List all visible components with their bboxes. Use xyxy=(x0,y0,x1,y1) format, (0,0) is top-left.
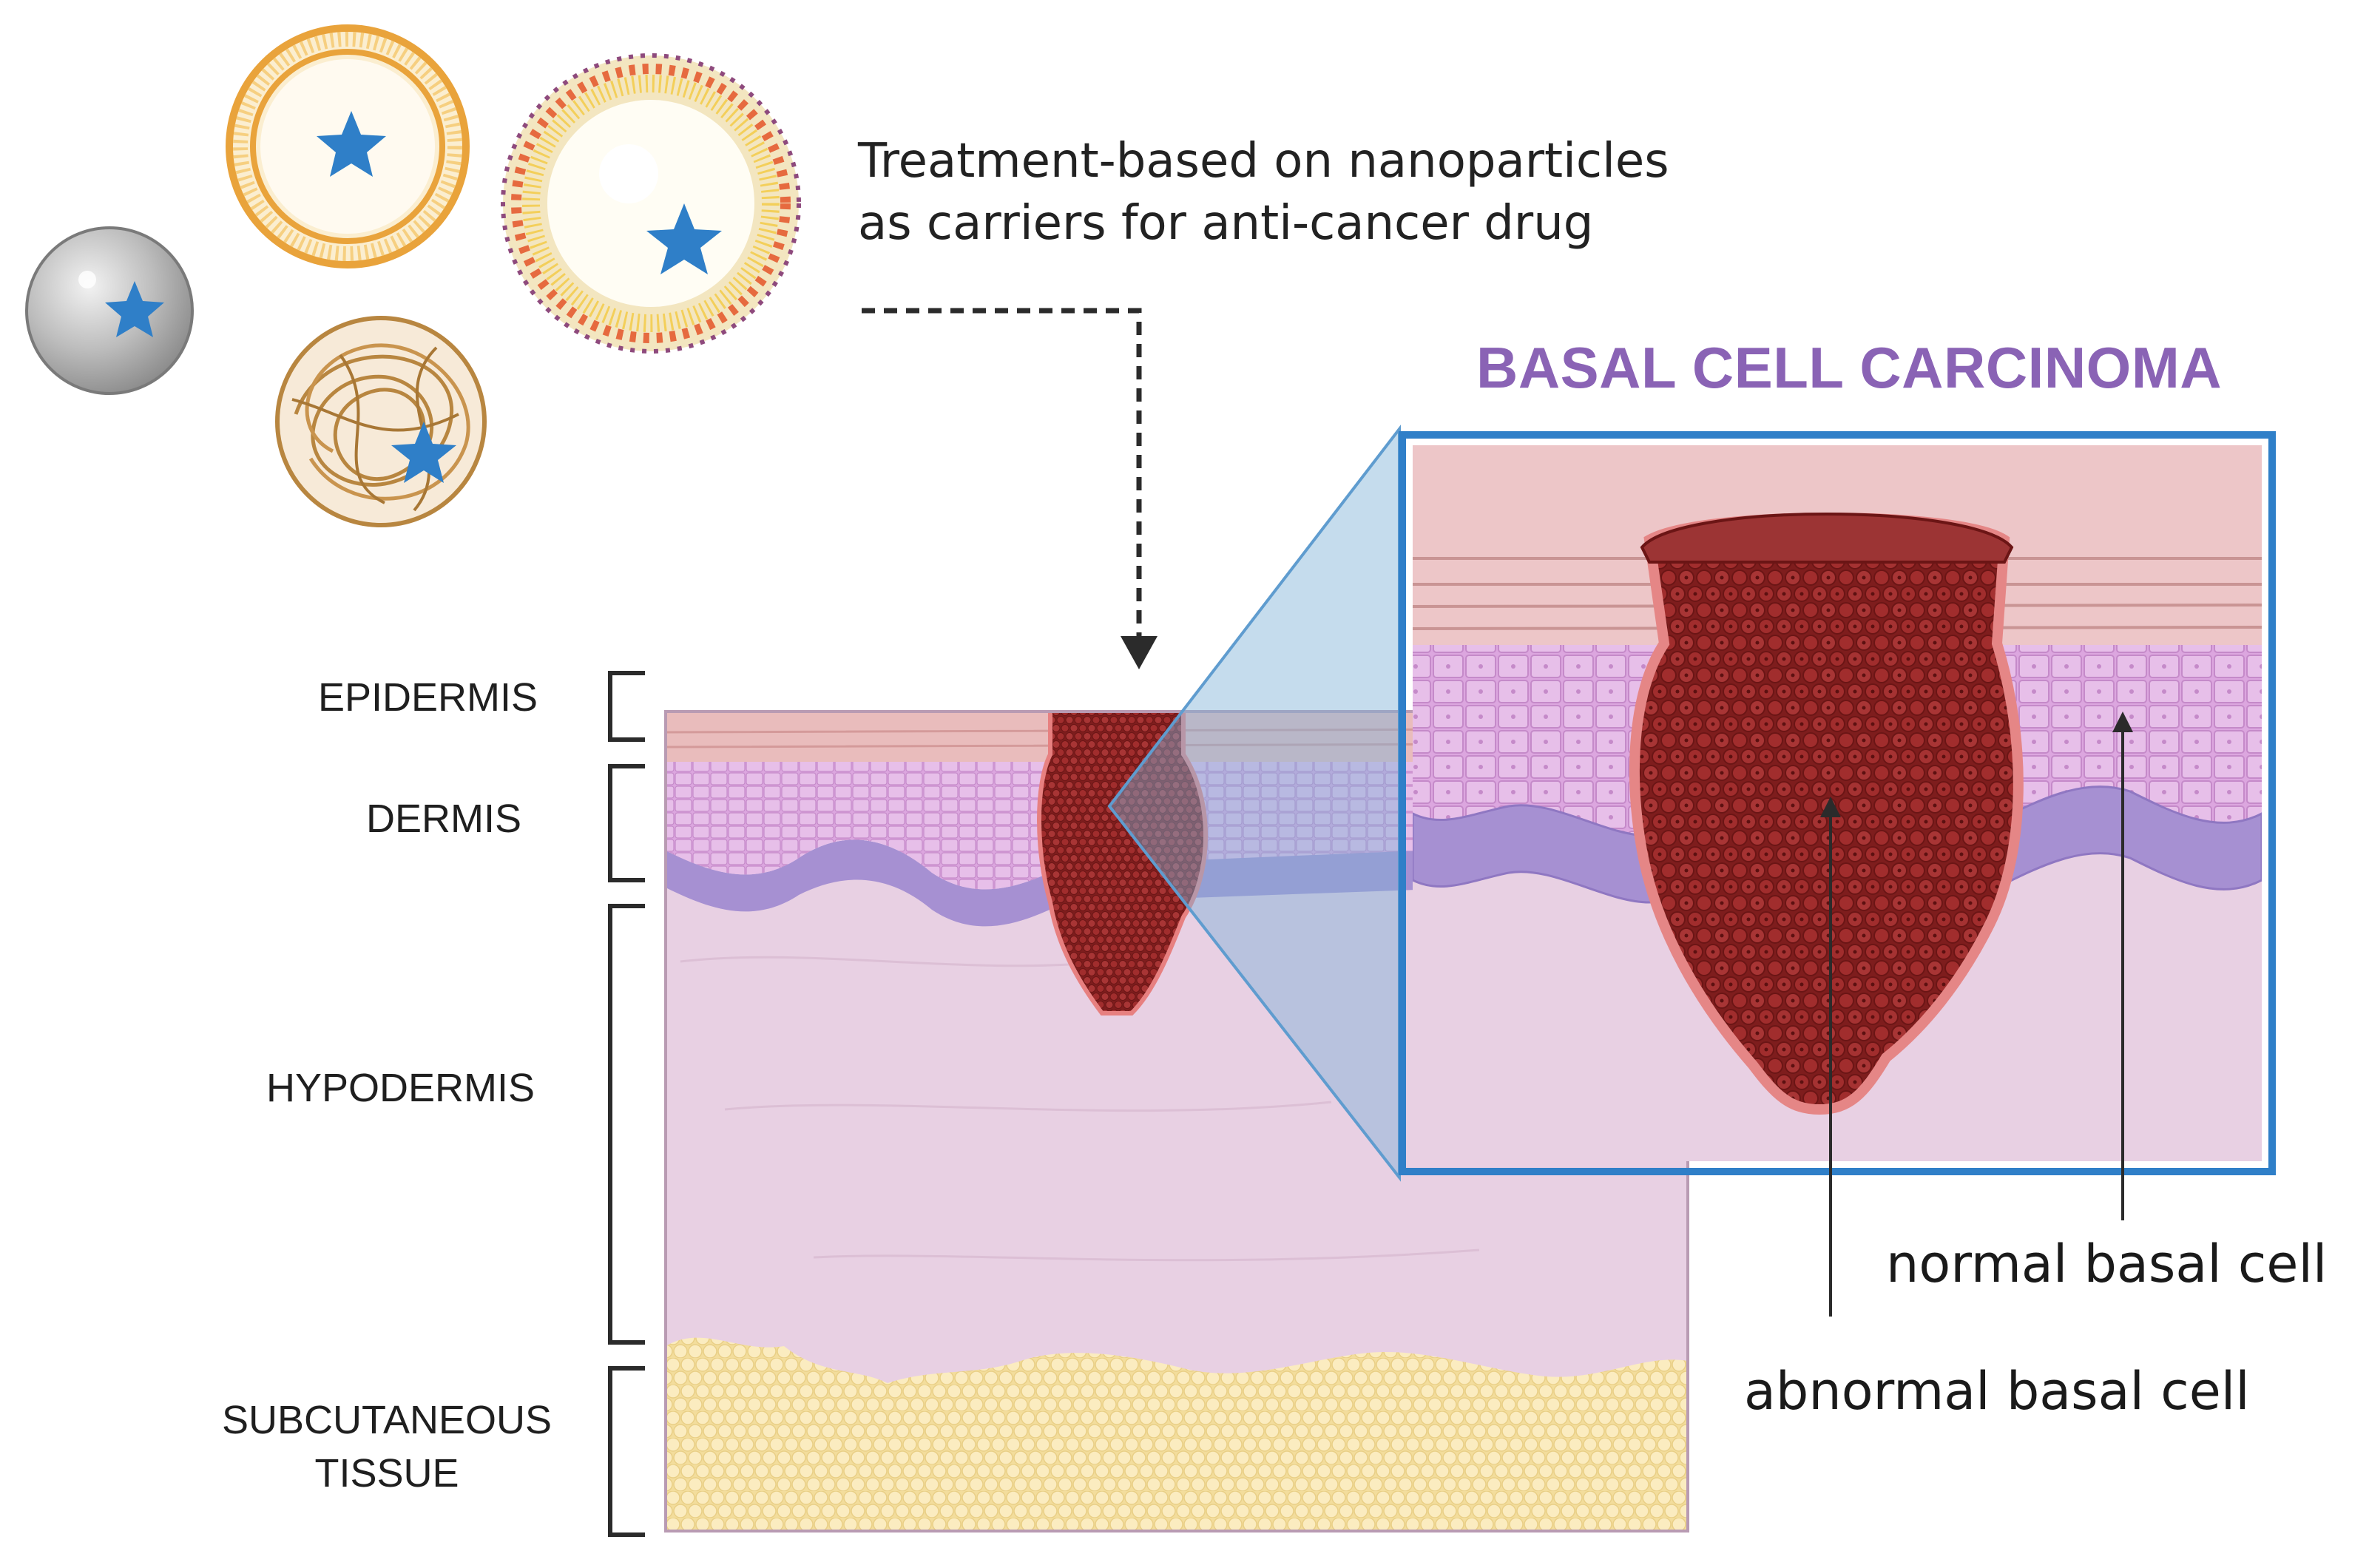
bracket-subcutaneous xyxy=(608,1366,645,1537)
liposome-icon xyxy=(226,24,470,268)
label-subcutaneous-tissue: SUBCUTANEOUS TISSUE xyxy=(222,1393,552,1500)
drug-star-icon xyxy=(646,203,722,274)
callout-lines xyxy=(1820,712,2133,1317)
label-abnormal-basal-cell: abnormal basal cell xyxy=(1744,1361,2250,1422)
normal-arrow-head-icon xyxy=(2112,712,2133,732)
micelle-icon xyxy=(501,53,801,354)
bracket-epidermis xyxy=(608,671,645,742)
treatment-caption: Treatment-based on nanoparticles as carr… xyxy=(858,130,1669,254)
diagram-title: BASAL CELL CARCINOMA xyxy=(1476,335,2223,400)
caption-line-1: Treatment-based on nanoparticles xyxy=(858,134,1669,189)
arrow-head-icon xyxy=(1121,636,1158,669)
caption-line-2: as carriers for anti-cancer drug xyxy=(858,196,1594,251)
solid-nanoparticle-icon xyxy=(25,226,194,395)
polymeric-nanoparticle-icon xyxy=(275,316,487,527)
label-subcutaneous-line-1: SUBCUTANEOUS xyxy=(222,1398,552,1442)
label-subcutaneous-line-2: TISSUE xyxy=(314,1451,459,1496)
drug-star-icon xyxy=(105,281,164,337)
abnormal-arrow-head-icon xyxy=(1820,797,1841,817)
label-hypodermis: HYPODERMIS xyxy=(266,1066,535,1110)
bracket-dermis xyxy=(608,764,645,882)
bracket-hypodermis xyxy=(608,904,645,1345)
inset-panel xyxy=(1413,445,2262,1161)
layer-brackets xyxy=(608,671,645,1537)
inset-border xyxy=(1399,431,2276,1175)
drug-star-icon xyxy=(391,422,456,483)
label-normal-basal-cell: normal basal cell xyxy=(1886,1234,2328,1294)
dashed-arrow xyxy=(862,308,1142,643)
tumor-cap xyxy=(1640,513,2014,564)
label-dermis: DERMIS xyxy=(366,797,522,841)
drug-star-icon xyxy=(317,111,386,177)
label-epidermis: EPIDERMIS xyxy=(318,675,538,720)
